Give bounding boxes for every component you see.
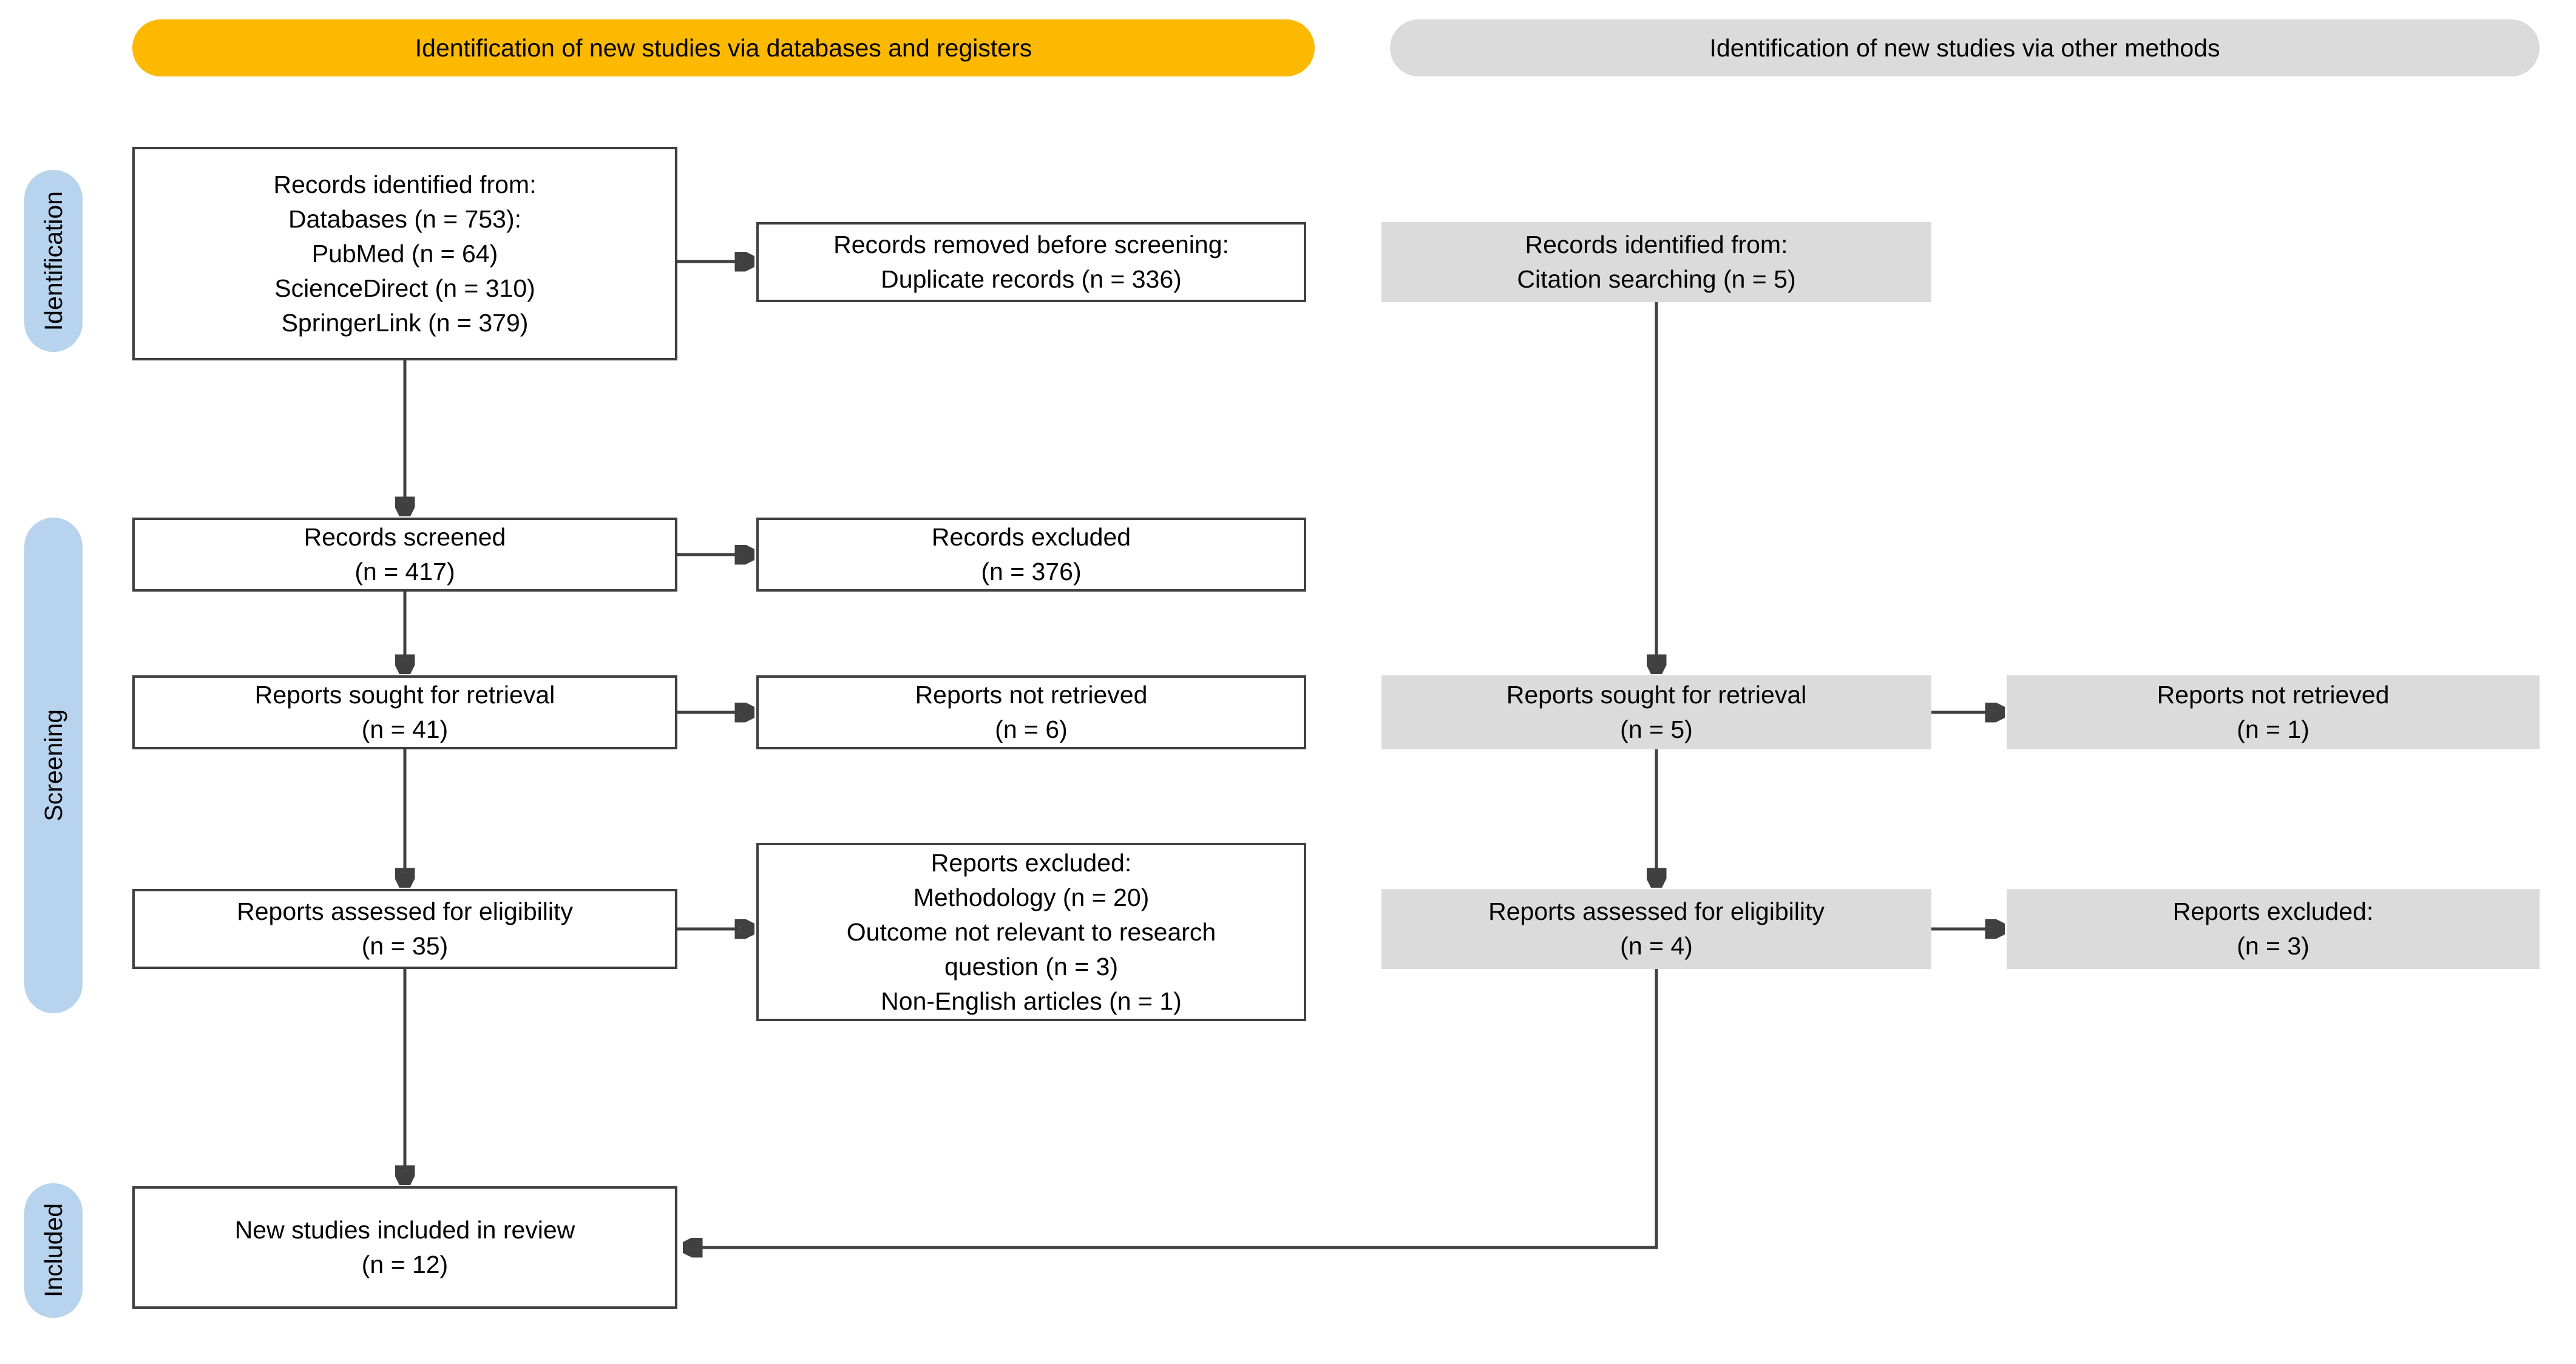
stage-pill-screening: Screening [24,518,83,1013]
box-reports-sought-databases: Reports sought for retrieval (n = 41) [132,675,677,749]
stage-pill-identification: Identification [24,170,83,352]
box-new-studies-included: New studies included in review (n = 12) [132,1186,677,1309]
banner-other-methods: Identification of new studies via other … [1390,19,2540,76]
box-records-excluded: Records excluded (n = 376) [756,518,1306,592]
box-records-identified: Records identified from: Databases (n = … [132,147,677,360]
box-records-screened: Records screened (n = 417) [132,518,677,592]
box-records-removed: Records removed before screening: Duplic… [756,222,1306,302]
stage-label-included: Included [39,1203,67,1298]
banner-databases-registers: Identification of new studies via databa… [132,19,1315,76]
stage-label-identification: Identification [39,191,67,331]
box-reports-sought-other: Reports sought for retrieval (n = 5) [1381,675,1931,749]
stage-label-screening: Screening [39,709,67,822]
stage-pill-included: Included [24,1183,83,1318]
box-reports-excluded-databases: Reports excluded: Methodology (n = 20) O… [756,843,1306,1021]
box-reports-assessed-databases: Reports assessed for eligibility (n = 35… [132,889,677,969]
box-citation-identified: Records identified from: Citation search… [1381,222,1931,302]
box-reports-excluded-other: Reports excluded: (n = 3) [2007,889,2540,969]
box-reports-assessed-other: Reports assessed for eligibility (n = 4) [1381,889,1931,969]
box-reports-not-retrieved-databases: Reports not retrieved (n = 6) [756,675,1306,749]
box-reports-not-retrieved-other: Reports not retrieved (n = 1) [2007,675,2540,749]
